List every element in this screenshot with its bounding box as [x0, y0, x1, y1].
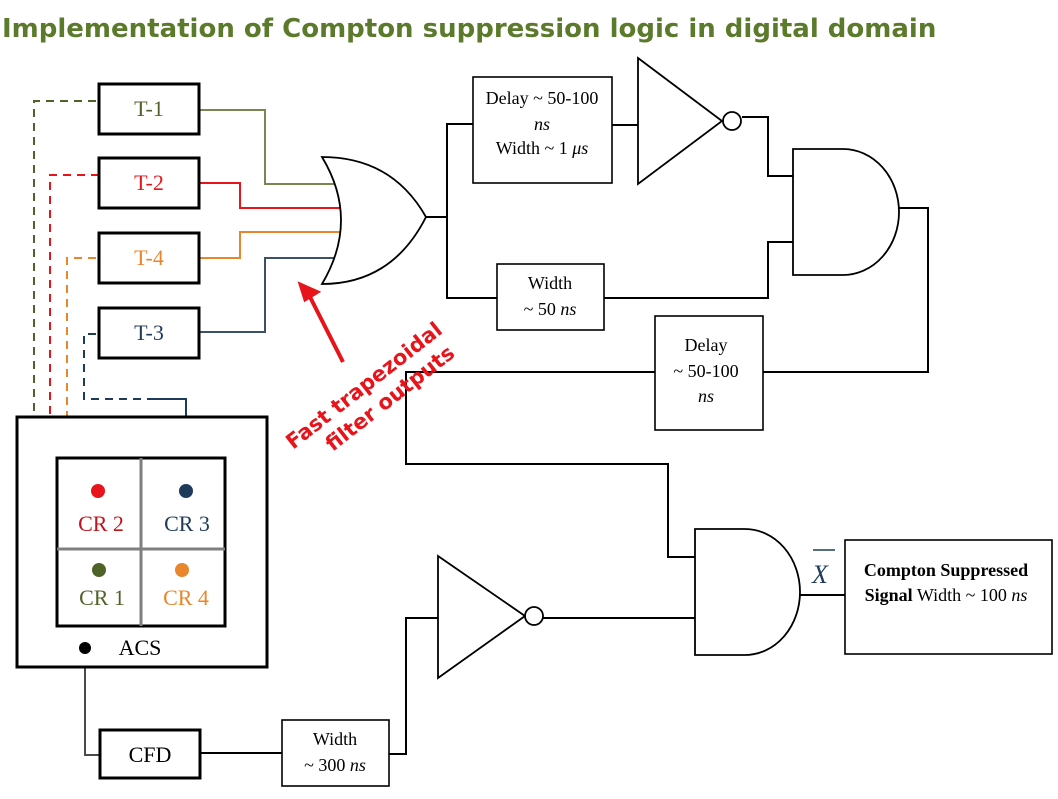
and-gate-2	[694, 528, 801, 656]
trigger-t4-label: T-4	[134, 245, 164, 270]
delay-block-line1: Delay	[685, 335, 728, 355]
and1-to-delay-wire	[763, 207, 929, 373]
annotation: Fast trapezoidal filter outputs	[281, 281, 459, 456]
cr4-dot-icon	[175, 563, 189, 577]
delay-50-100-block: Delay ~ 50-100 ns	[654, 315, 764, 431]
delay-block-line2: ~ 50-100	[673, 361, 738, 381]
delay-width-line3-prefix: Width ~ 1	[496, 138, 573, 158]
output-line2-bold: Signal	[865, 585, 913, 605]
x-bar-label: X	[811, 549, 835, 589]
output-line1: Compton Suppressed	[864, 560, 1028, 580]
width300-to-not2-wire	[389, 617, 438, 755]
output-line2-rest: Width ~ 100	[913, 585, 1012, 605]
cfd-block: CFD	[98, 728, 202, 780]
page-title: Implementation of Compton suppression lo…	[2, 14, 936, 44]
delay-width-line1: Delay ~ 50-100	[486, 88, 599, 108]
output-line2-unit: ns	[1011, 585, 1027, 605]
trigger-t3: T-3	[97, 306, 201, 360]
cr3-dot-icon	[179, 484, 193, 498]
not-gate-2	[437, 554, 544, 680]
crystal-cr3-label: CR 3	[164, 511, 210, 536]
width50-to-and1-wire	[604, 241, 796, 299]
width-50-line1: Width	[528, 273, 572, 293]
trigger-t1: T-1	[97, 82, 201, 136]
delay-width-line2: ns	[534, 114, 550, 134]
trigger-t2: T-2	[97, 156, 201, 210]
width-300-line1: Width	[313, 729, 357, 749]
t3-to-or-wire	[199, 257, 335, 333]
t2-to-or-wire	[199, 182, 340, 209]
and-gate-1	[792, 148, 900, 276]
output-line2: Signal Width ~ 100 ns	[865, 585, 1028, 605]
cr1-dot-icon	[92, 563, 106, 577]
width-50-line2: ~ 50 ns	[524, 299, 577, 319]
arrow-up-icon	[297, 281, 345, 363]
width-300-line2-unit: ns	[350, 755, 366, 775]
delay-to-and2-wire	[405, 371, 697, 558]
width-300-block: Width ~ 300 ns	[281, 719, 390, 787]
acs-detector: CR 2 CR 3 CR 1 CR 4 ACS	[15, 415, 269, 669]
cfd-label: CFD	[129, 742, 172, 767]
delay-width-line3-unit: μs	[571, 138, 588, 158]
not-gate-1	[637, 56, 742, 186]
or-to-width50-branch	[446, 217, 497, 299]
acs-label: ACS	[119, 635, 162, 660]
cr2-dot-icon	[91, 484, 105, 498]
t1-to-or-wire	[199, 109, 335, 185]
cr3-to-t3-wire-dashed	[83, 333, 155, 400]
t4-to-or-wire	[199, 231, 340, 259]
delay-block-line3: ns	[698, 386, 714, 406]
width-300-line2: ~ 300 ns	[304, 755, 366, 775]
trigger-t4: T-4	[97, 231, 201, 285]
trigger-t3-label: T-3	[134, 320, 164, 345]
crystal-cr4-label: CR 4	[163, 585, 209, 610]
trigger-t1-label: T-1	[134, 96, 164, 121]
width-50-line2-prefix: ~ 50	[524, 299, 561, 319]
width-50-line2-unit: ns	[560, 299, 576, 319]
width-50-block: Width ~ 50 ns	[496, 263, 605, 331]
output-block: Compton Suppressed Signal Width ~ 100 ns	[844, 539, 1053, 655]
acs-to-cfd-wire	[84, 649, 100, 756]
or-to-delay-branch	[446, 123, 473, 217]
trigger-t2-label: T-2	[134, 170, 164, 195]
crystal-cr2-label: CR 2	[78, 511, 124, 536]
delay-width-block: Delay ~ 50-100 ns Width ~ 1 μs	[472, 76, 613, 184]
crystal-cr1-label: CR 1	[79, 585, 125, 610]
not1-to-and1-wire	[742, 116, 796, 177]
x-bar-text: X	[811, 560, 829, 589]
delay-width-line3: Width ~ 1 μs	[496, 138, 589, 158]
acs-output-dot-icon	[79, 642, 91, 654]
or-gate	[320, 156, 428, 285]
width-300-line2-prefix: ~ 300	[304, 755, 350, 775]
